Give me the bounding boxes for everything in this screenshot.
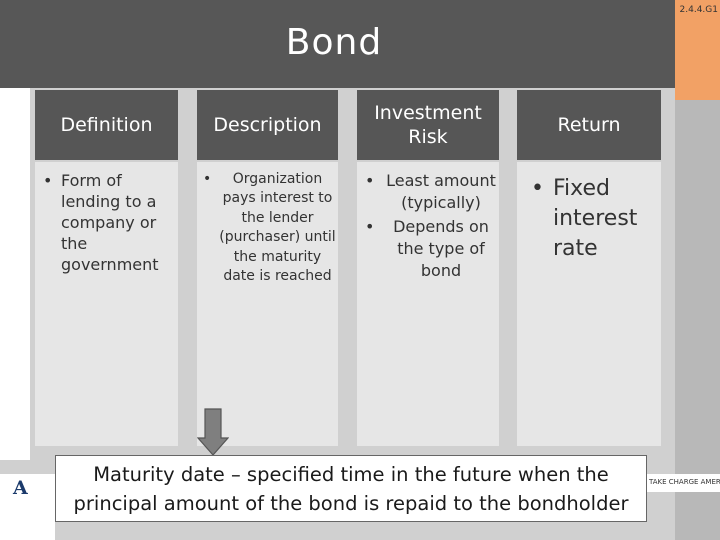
bullet-item: Organization pays interest to the lender… [197, 170, 338, 286]
column-header-description: Description [197, 90, 338, 160]
column-body-description: Organization pays interest to the lender… [197, 162, 338, 446]
accent-tab [675, 0, 720, 100]
slide-title: Bond [285, 22, 383, 63]
bullet-item: Form of lending to a company or the gove… [35, 170, 178, 275]
title-bar [0, 0, 675, 88]
bullet-item: Least amount (typically) [357, 170, 499, 214]
column-body-investment-risk: Least amount (typically) Depends on the … [357, 162, 499, 446]
down-arrow-icon [197, 408, 229, 456]
bullet-list: Least amount (typically) Depends on the … [357, 170, 499, 282]
footer-right-logo-area [647, 474, 720, 492]
slide-code: 2.4.4.G1 [679, 5, 718, 15]
left-margin [0, 88, 30, 460]
column-header-return: Return [517, 90, 661, 160]
column-header-label: Return [557, 114, 621, 136]
footer-left-logo-area [0, 474, 55, 540]
callout-text: Maturity date – specified time in the fu… [73, 462, 629, 515]
column-body-return: Fixed interest rate [517, 162, 661, 446]
side-strip [675, 100, 720, 540]
column-header-label: Investment Risk [374, 102, 482, 148]
maturity-date-callout: Maturity date – specified time in the fu… [55, 455, 647, 522]
column-header-label: Description [213, 114, 322, 136]
bullet-list: Form of lending to a company or the gove… [35, 170, 178, 275]
bullet-list: Fixed interest rate [517, 174, 661, 264]
column-header-investment-risk: Investment Risk [357, 90, 499, 160]
bullet-item: Depends on the type of bond [357, 216, 499, 282]
column-header-definition: Definition [35, 90, 178, 160]
column-body-definition: Form of lending to a company or the gove… [35, 162, 178, 446]
column-header-label: Definition [60, 114, 153, 136]
take-charge-america-logo: TAKE CHARGE AMERICA [649, 478, 720, 486]
bullet-item: Fixed interest rate [517, 174, 661, 264]
university-logo-icon: A [13, 477, 28, 499]
bullet-list: Organization pays interest to the lender… [197, 170, 338, 286]
